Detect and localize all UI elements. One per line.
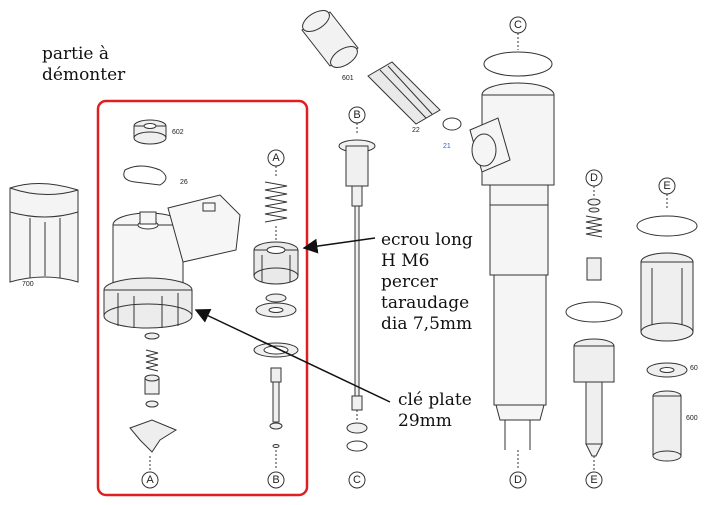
column-a-small-parts [129, 332, 178, 453]
part-number-26: 26 [180, 179, 188, 186]
svg-text:E: E [590, 474, 597, 486]
svg-text:B: B [272, 474, 279, 486]
nozzle-parts [565, 186, 623, 470]
svg-text:C: C [514, 19, 522, 31]
disassembly-highlight-box [96, 99, 309, 497]
connector-a-top: A [267, 149, 285, 167]
wrench-note: clé plate 29mm [398, 390, 472, 431]
part-number-22: 22 [412, 127, 420, 134]
part-number-602: 602 [172, 129, 184, 136]
svg-text:A: A [146, 474, 154, 486]
part-602-cap [133, 119, 167, 145]
injector-needle [338, 123, 376, 452]
part-26-clip [123, 165, 167, 186]
part-number-21: 21 [443, 143, 451, 150]
part-700-sleeve [9, 182, 79, 283]
connector-e-top: E [658, 177, 676, 195]
connector-c-bottom: C [348, 471, 366, 489]
arrow-to-long-nut [302, 237, 376, 254]
solenoid-nut [103, 277, 193, 329]
svg-text:A: A [272, 152, 280, 164]
long-nut-note: ecrou long H M6 percer taraudage dia 7,5… [381, 230, 473, 334]
svg-text:E: E [663, 180, 670, 192]
injector-body [469, 33, 555, 470]
svg-text:B: B [353, 109, 360, 121]
part-number-601: 601 [342, 75, 354, 82]
connector-b-top: B [348, 106, 366, 124]
part-number-700: 700 [22, 281, 34, 288]
svg-text:C: C [353, 474, 361, 486]
arrow-to-solenoid-nut [194, 309, 391, 403]
svg-text:D: D [590, 172, 598, 184]
connector-c-top: C [509, 16, 527, 34]
connector-d-bottom: D [509, 471, 527, 489]
part-number-60: 60 [690, 365, 698, 372]
connector-d-top: D [585, 169, 603, 187]
part-601-plug [301, 10, 359, 68]
part-22-fitting [367, 61, 441, 125]
solenoid-valve-body [112, 194, 241, 286]
part-number-600: 600 [686, 415, 698, 422]
column-a-b-parts [264, 166, 288, 242]
nozzle-retaining-nut [636, 194, 698, 462]
disassembly-title: partie à démonter [42, 44, 126, 85]
long-nut-m6 [253, 241, 299, 285]
svg-text:D: D [514, 474, 522, 486]
connector-a-bottom: A [141, 456, 159, 489]
connector-b-bottom: B [267, 471, 285, 489]
connector-e-bottom: E [585, 471, 603, 489]
column-a-b-washers [253, 293, 299, 470]
part-21-seal [442, 117, 462, 131]
